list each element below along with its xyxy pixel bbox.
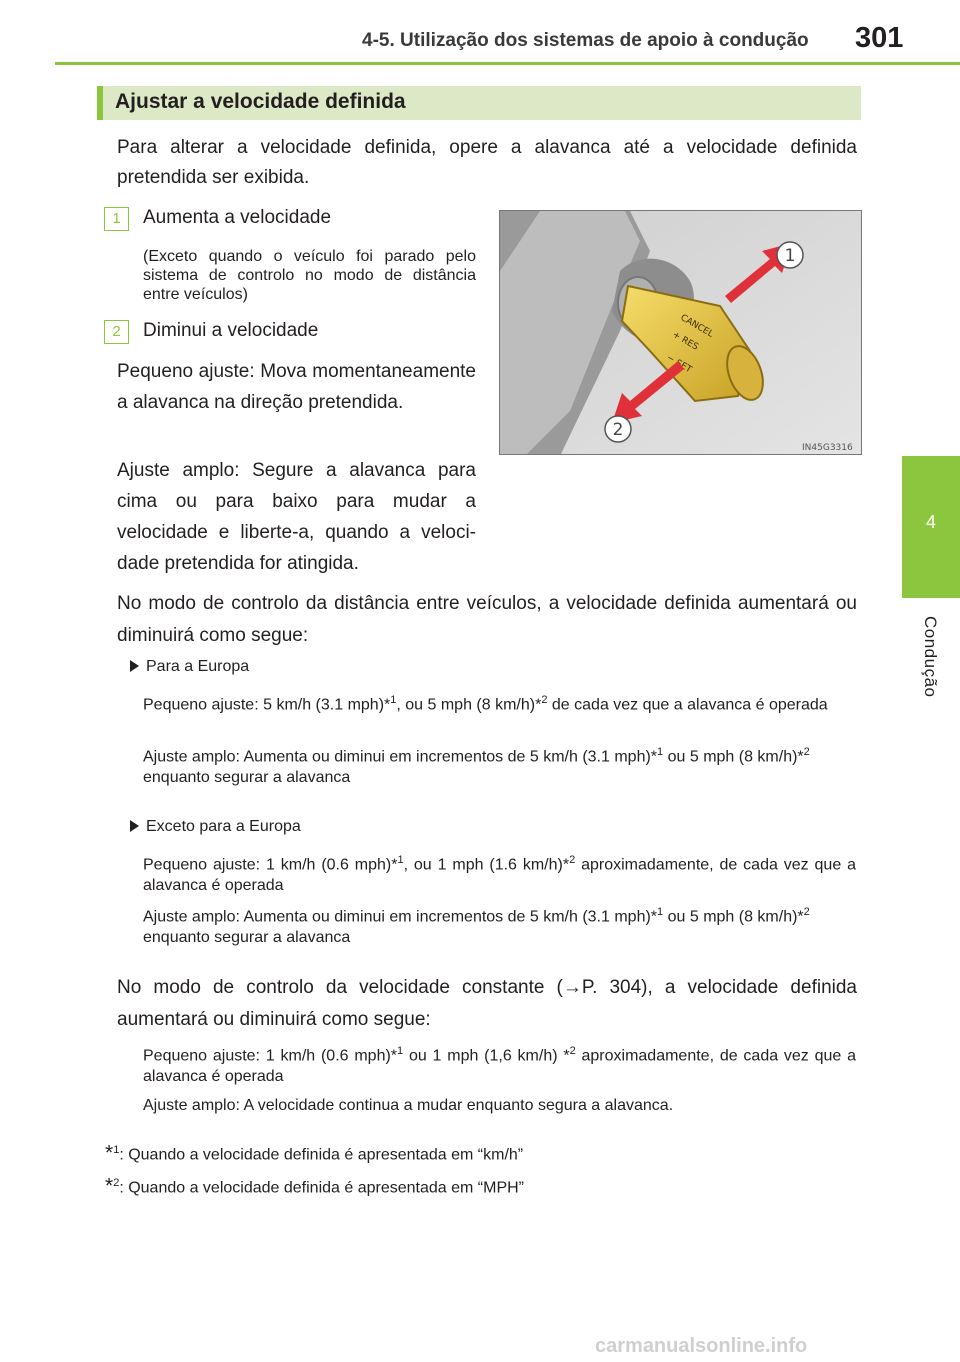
intro-paragraph: Para alterar a velocidade definida, oper… <box>117 137 857 188</box>
footnote-ref: 1 <box>397 854 404 866</box>
footnote-text: : Quando a velocidade definida é apresen… <box>119 1146 524 1164</box>
footnote-text: : Quando a velocidade definida é apresen… <box>119 1179 524 1197</box>
text-run: ou 1 mph (1,6 km/h) * <box>403 1047 570 1065</box>
except-small-adjust: Pequeno ajuste: 1 km/h (0.6 mph)*1, ou 1… <box>143 850 856 896</box>
figure-code: IN45G3316 <box>802 443 853 453</box>
arrow-down-icon <box>612 361 684 423</box>
except-europe-heading: Exceto para a Europa <box>130 818 301 836</box>
footnote-mark: * <box>105 1174 114 1198</box>
section-heading-bar <box>97 86 861 120</box>
item-1-note: (Exceto quando o veículo foi parado pelo… <box>143 248 476 303</box>
footnote-ref: 2 <box>541 694 548 706</box>
text-run: ou 5 mph (8 km/h)* <box>663 908 804 926</box>
footnote-ref: 2 <box>803 906 810 918</box>
footnote-number: 2 <box>113 1177 120 1189</box>
distance-mode-intro: No modo de controlo da distância entre v… <box>117 593 857 646</box>
text-run: aproximadamente, de cada vez que a alava… <box>143 1047 857 1086</box>
text-run: de cada vez que a alavanca é operada <box>547 696 828 714</box>
arrow-up-icon <box>725 243 792 303</box>
footnote-ref: 1 <box>657 746 664 758</box>
footnote-ref: 1 <box>657 906 664 918</box>
text-run: Pequeno ajuste: 1 km/h (0.6 mph)* <box>143 856 398 874</box>
footnote-ref: 1 <box>390 694 397 706</box>
constant-mode-intro: No modo de controlo da velocidade consta… <box>117 977 857 1030</box>
callout-1: 1 <box>785 246 796 266</box>
footnote-2: *2: Quando a velocidade definida é apres… <box>105 1173 524 1198</box>
text-run: Pequeno ajuste: 5 km/h (3.1 mph)* <box>143 696 391 714</box>
footnote-ref: 1 <box>397 1045 404 1057</box>
item-2-small-adjust: Pequeno ajuste: Mova momentanea­mente a … <box>117 361 476 413</box>
triangle-bullet-icon <box>130 660 139 672</box>
item-1-label: Aumenta a velocidade <box>143 207 332 228</box>
triangle-bullet-icon <box>130 820 139 832</box>
section-title: Ajustar a velocidade definida <box>115 90 406 113</box>
page-number: 301 <box>855 22 904 54</box>
europe-large-adjust: Ajuste amplo: Aumenta ou diminui em incr… <box>143 742 856 788</box>
text-run: Ajuste amplo: Aumenta ou diminui em incr… <box>143 748 658 766</box>
lever-illustration: CANCEL + RES − SET 1 2 IN45G3316 <box>499 210 862 455</box>
chapter-tab <box>902 456 960 598</box>
footnote-mark: * <box>105 1141 114 1165</box>
constant-small-adjust: Pequeno ajuste: 1 km/h (0.6 mph)*1 ou 1 … <box>143 1041 856 1087</box>
except-large-adjust: Ajuste amplo: Aumenta ou diminui em incr… <box>143 902 856 948</box>
europe-small-adjust: Pequeno ajuste: 5 km/h (3.1 mph)*1, ou 5… <box>143 690 856 715</box>
footnote-1: *1: Quando a velocidade definida é apres… <box>105 1140 523 1165</box>
item-2-label: Diminui a velocidade <box>143 320 319 341</box>
chapter-number: 4 <box>925 512 936 532</box>
footnote-ref: 2 <box>569 854 576 866</box>
text-run: Ajuste amplo: Aumenta ou diminui em incr… <box>143 908 658 926</box>
item-2-number: 2 <box>104 320 129 344</box>
constant-large-adjust: Ajuste amplo: A velocidade continua a mu… <box>143 1097 674 1114</box>
callout-2: 2 <box>613 420 624 440</box>
text-run: enquanto segurar a alavanca <box>143 929 351 947</box>
text-run: ou 5 mph (8 km/h)* <box>663 748 804 766</box>
text-run: , ou 1 mph (1.6 km/h)* <box>403 856 570 874</box>
footnote-number: 1 <box>113 1144 120 1156</box>
europe-heading: Para a Europa <box>130 658 249 676</box>
text-run: Pequeno ajuste: 1 km/h (0.6 mph)* <box>143 1047 398 1065</box>
text-run: enquanto segurar a alavanca <box>143 769 351 787</box>
europe-heading-text: Para a Europa <box>146 658 250 675</box>
header-section-title: 4-5. Utilização dos sistemas de apoio à … <box>362 30 809 51</box>
item-1-number: 1 <box>104 207 129 231</box>
footnote-ref: 2 <box>803 746 810 758</box>
watermark: carmanualsonline.info <box>595 1335 808 1357</box>
text-run: aproximadamente, de cada vez que a alava… <box>143 856 857 895</box>
text-run: , ou 5 mph (8 km/h)* <box>396 696 542 714</box>
header-divider <box>55 62 960 65</box>
footnote-ref: 2 <box>569 1045 576 1057</box>
except-europe-heading-text: Exceto para a Europa <box>146 818 301 835</box>
item-2-large-adjust: Ajuste amplo: Segure a alavanca para cim… <box>117 460 476 574</box>
chapter-label: Condução <box>921 616 940 698</box>
lever-drawing: CANCEL + RES − SET 1 2 IN45G3316 <box>500 211 861 454</box>
